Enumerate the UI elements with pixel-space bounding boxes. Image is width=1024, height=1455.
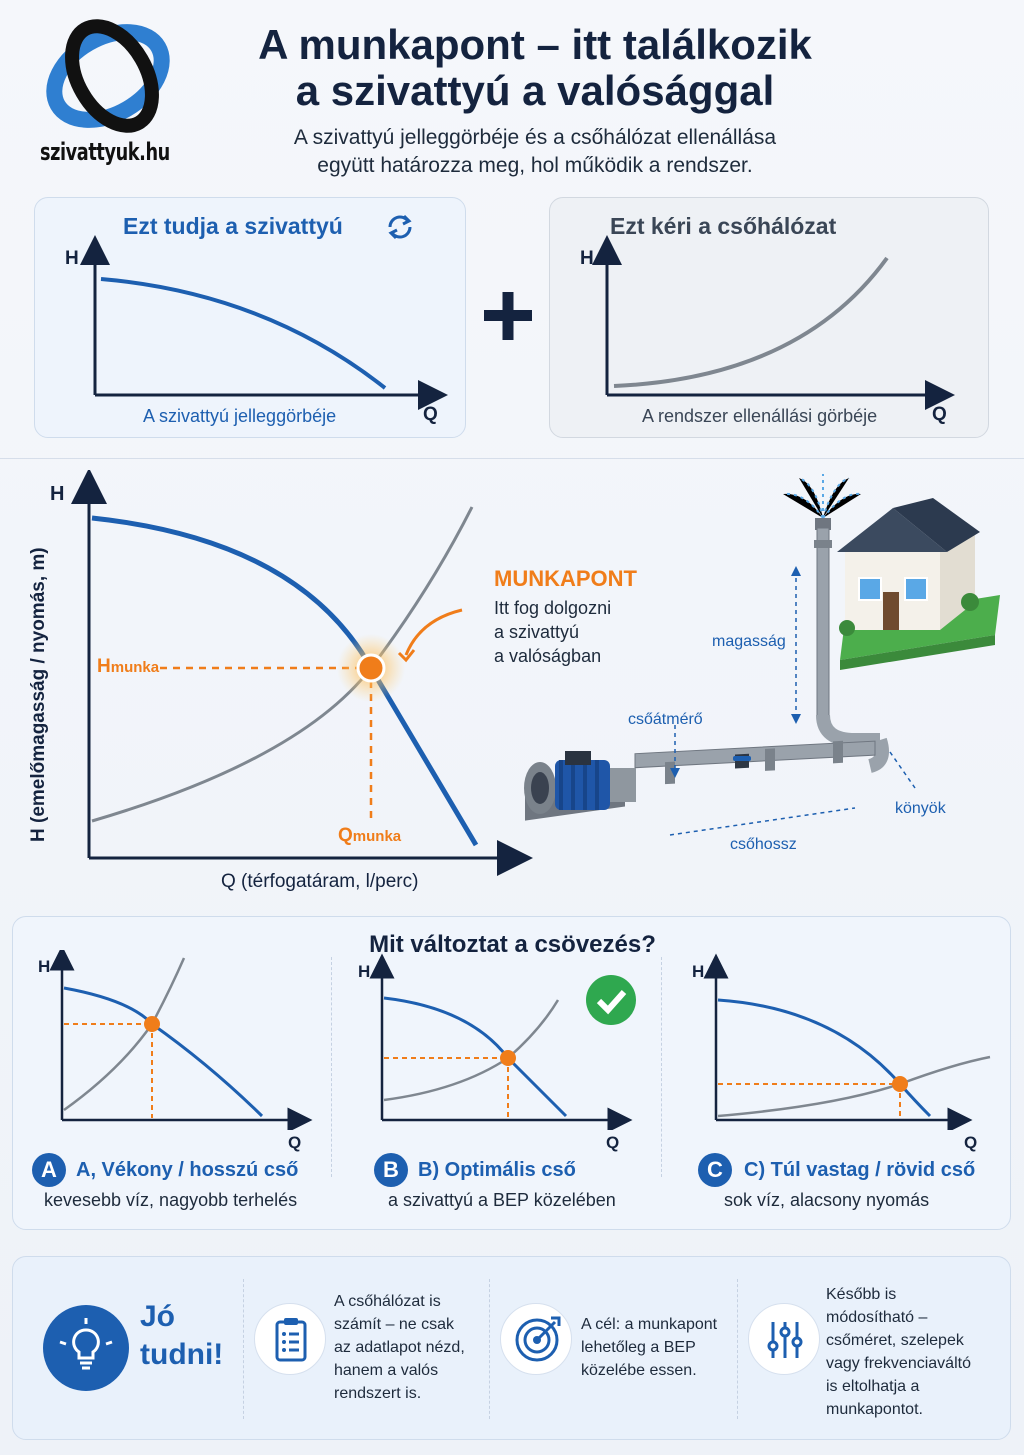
clipboard-icon	[254, 1303, 326, 1375]
target-icon	[500, 1303, 572, 1375]
case-b-y-axis: H	[358, 962, 371, 981]
tip-divider-3	[737, 1279, 738, 1419]
pump-card-caption: A szivattyú jelleggörbéje	[143, 406, 337, 426]
tip-1-line: hanem a valós	[334, 1362, 439, 1379]
case-b-title: B) Optimális cső	[418, 1159, 576, 1181]
plus-icon	[480, 288, 536, 344]
sliders-icon	[748, 1303, 820, 1375]
tip-3-text: Később is módosítható – csőméret, szelep…	[826, 1283, 971, 1421]
case-a-title: A, Vékony / hosszú cső	[76, 1159, 299, 1181]
tip-divider-1	[243, 1279, 244, 1419]
pump-system-illustration	[524, 474, 1000, 836]
pump-card-title: Ezt tudja a szivattyú	[123, 213, 343, 239]
tip-3-line: Később is	[826, 1286, 897, 1303]
workpoint-title: MUNKAPONT	[494, 566, 637, 591]
ring-logo-icon	[46, 19, 170, 133]
water-spray-icon	[782, 474, 862, 519]
tip-divider-2	[489, 1279, 490, 1419]
tip-3-line: vagy frekvenciaváltó	[826, 1355, 971, 1372]
pump-icon	[524, 751, 636, 821]
main-chart-y-axis-label: H (emelőmagasság / nyomás, m)	[28, 547, 49, 842]
main-workpoint-chart	[71, 470, 533, 876]
case-c-badge: C	[698, 1153, 732, 1187]
case-c-chart	[703, 953, 991, 1130]
pump-card-y-axis: H	[65, 248, 79, 269]
tip-1-line: számít – ne csak	[334, 1316, 455, 1333]
workpoint-desc-2: a szivattyú	[494, 622, 580, 642]
tip-1-line: az adatlapot nézd,	[334, 1339, 465, 1356]
case-divider-2	[661, 957, 662, 1177]
system-card-y-axis: H	[580, 248, 594, 269]
subtitle-line-2: együtt határozza meg, hol működik a rend…	[317, 154, 753, 177]
h-workpoint-label: Hmunka	[97, 656, 159, 678]
case-a-chart	[49, 950, 313, 1130]
lightbulb-icon	[43, 1305, 129, 1391]
pump-card-x-axis: Q	[423, 404, 438, 425]
tip-1-line: rendszert is.	[334, 1385, 422, 1402]
case-a-desc: kevesebb víz, nagyobb terhelés	[44, 1190, 298, 1210]
system-curve-card: Ezt kéri a csőhálózat H Q A rendszer ell…	[549, 197, 989, 438]
case-a-x-axis: Q	[288, 1133, 302, 1152]
pump-curve-mini-chart	[80, 235, 448, 410]
workpoint-desc-3: a valóságban	[494, 646, 602, 666]
pump-curve-card: Ezt tudja a szivattyú H Q A szivattyú je…	[34, 197, 466, 438]
tip-2-line: lehetőleg a BEP	[581, 1339, 696, 1356]
q-workpoint-main: Q	[338, 825, 353, 846]
title-line-2: a szivattyú a valósággal	[295, 67, 775, 114]
house-icon	[837, 498, 1000, 670]
case-b-badge: B	[374, 1153, 408, 1187]
tip-3-line: munkapontot.	[826, 1401, 923, 1418]
case-b-desc: a szivattyú a BEP közelében	[388, 1190, 616, 1210]
system-card-caption: A rendszer ellenállási görbéje	[642, 406, 878, 426]
case-a-badge: A	[32, 1153, 66, 1187]
system-curve-mini-chart	[592, 235, 955, 410]
workpoint-description: Itt fog dolgozni a szivattyú a valóságba…	[494, 596, 611, 668]
tip-1-text: A csőhálózat is számít – ne csak az adat…	[334, 1290, 465, 1405]
case-b-chart	[369, 953, 633, 1130]
page-subtitle: A szivattyú jelleggörbéje és a csőhálóza…	[200, 124, 870, 180]
case-c-desc: sok víz, alacsony nyomás	[724, 1190, 930, 1210]
section-divider	[0, 458, 1024, 459]
tip-3-line: módosítható –	[826, 1309, 928, 1326]
tips-heading-2: tudni!	[140, 1338, 224, 1371]
case-c-x-axis: Q	[964, 1133, 978, 1152]
tips-heading: Jó tudni!	[140, 1298, 223, 1374]
tip-2-line: A cél: a munkapont	[581, 1316, 718, 1333]
q-workpoint-sub: munka	[352, 828, 402, 845]
tip-3-line: csőméret, szelepek	[826, 1332, 964, 1349]
h-workpoint-sub: munka	[110, 659, 160, 676]
length-label: csőhossz	[730, 836, 797, 853]
tip-1-line: A csőhálózat is	[334, 1293, 441, 1310]
diameter-label: csőátmérő	[628, 711, 703, 728]
case-divider-1	[331, 957, 332, 1177]
elbow-label: könyök	[895, 800, 946, 817]
title-line-1: A munkapont – itt találkozik	[258, 21, 812, 68]
height-label: magasság	[712, 633, 786, 650]
q-workpoint-label: Qmunka	[338, 825, 401, 847]
case-c-title: C) Túl vastag / rövid cső	[744, 1159, 976, 1181]
page-title: A munkapont – itt találkozik a szivattyú…	[200, 22, 870, 114]
tip-2-line: közelébe essen.	[581, 1362, 697, 1379]
system-card-x-axis: Q	[932, 404, 947, 425]
tip-3-line: is eltolhatja a	[826, 1378, 920, 1395]
case-c-y-axis: H	[692, 962, 705, 981]
brand-logo[interactable]	[40, 14, 180, 184]
tips-heading-1: Jó	[140, 1300, 176, 1333]
main-chart-y-axis-short: H	[50, 483, 65, 505]
h-workpoint-main: H	[97, 656, 111, 677]
brand-name: szivattyuk.hu	[40, 138, 170, 166]
piping-section-title: Mit változtat a csövezés?	[369, 931, 656, 958]
checkmark-icon	[586, 975, 636, 1025]
workpoint-desc-1: Itt fog dolgozni	[494, 598, 612, 618]
main-chart-x-axis-label: Q (térfogatáram, l/perc)	[221, 871, 419, 892]
system-card-title: Ezt kéri a csőhálózat	[610, 213, 837, 239]
case-b-x-axis: Q	[606, 1133, 620, 1152]
refresh-icon	[388, 214, 412, 240]
case-a-y-axis: H	[38, 957, 51, 976]
subtitle-line-1: A szivattyú jelleggörbéje és a csőhálóza…	[293, 126, 777, 149]
tip-2-text: A cél: a munkapont lehetőleg a BEP közel…	[581, 1313, 717, 1382]
valve-icon	[733, 753, 751, 769]
